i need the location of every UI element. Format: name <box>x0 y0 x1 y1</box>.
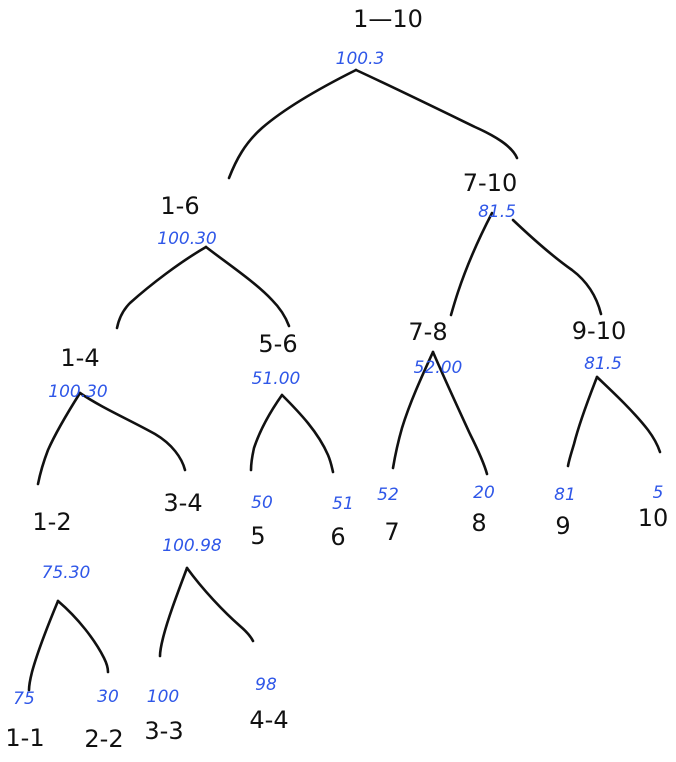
node-value-7-8: 52.00 <box>414 358 463 378</box>
node-range-1-10: 1—10 <box>353 5 423 33</box>
leaf-index-2-2: 2-2 <box>84 725 123 753</box>
edge-3-4-to-3-3 <box>158 566 189 658</box>
node-range-5-6: 5-6 <box>258 330 297 358</box>
node-value-9-10: 81.5 <box>584 354 622 374</box>
edge-1-6-to-5-6 <box>204 245 291 328</box>
edge-7-10-to-9-10 <box>511 218 603 316</box>
leaf-value-3-3: 100 <box>147 687 179 707</box>
tree-nodes: 1—10 100.3 1-6 100.30 7-10 81.5 1-4 100.… <box>5 5 668 753</box>
leaf-index-6: 6 <box>330 523 345 551</box>
leaf-value-5: 50 <box>251 493 273 513</box>
edge-5-6-to-6 <box>280 393 335 474</box>
node-value-1-10: 100.3 <box>336 49 385 69</box>
leaf-value-1-1: 75 <box>13 689 35 709</box>
leaf-index-7: 7 <box>384 518 399 546</box>
edge-7-10-to-7-8 <box>449 211 494 317</box>
leaf-index-1-1: 1-1 <box>5 724 44 752</box>
node-value-1-4: 100.30 <box>48 382 107 402</box>
edge-9-10-to-10 <box>595 375 662 454</box>
node-range-1-2: 1-2 <box>32 508 71 536</box>
leaf-index-8: 8 <box>471 509 486 537</box>
node-range-1-6: 1-6 <box>160 192 199 220</box>
edge-1-4-to-1-2 <box>36 391 82 486</box>
edge-7-8-to-8 <box>431 350 489 476</box>
node-range-7-8: 7-8 <box>408 318 447 346</box>
leaf-value-9: 81 <box>554 485 576 505</box>
node-value-5-6: 51.00 <box>252 369 301 389</box>
leaf-index-3-3: 3-3 <box>144 717 183 745</box>
leaf-index-4-4: 4-4 <box>249 706 288 734</box>
leaf-value-8: 20 <box>473 483 495 503</box>
edge-5-6-to-5 <box>249 393 284 472</box>
leaf-value-6: 51 <box>332 494 354 514</box>
leaf-value-2-2: 30 <box>97 687 119 707</box>
edge-root-to-7-10 <box>354 68 519 160</box>
edge-7-8-to-7 <box>391 350 435 470</box>
tree-edges <box>27 68 662 692</box>
edge-9-10-to-9 <box>566 375 599 468</box>
leaf-value-7: 52 <box>377 485 399 505</box>
edge-root-to-1-6 <box>227 68 358 180</box>
node-range-1-4: 1-4 <box>60 344 99 372</box>
edge-1-2-to-1-1 <box>27 599 60 692</box>
leaf-index-10: 10 <box>638 504 669 532</box>
node-range-7-10: 7-10 <box>463 169 517 197</box>
node-value-3-4: 100.98 <box>162 536 222 556</box>
node-value-7-10: 81.5 <box>478 202 516 222</box>
edge-3-4-to-4-4 <box>185 566 255 643</box>
node-range-3-4: 3-4 <box>163 489 202 517</box>
node-value-1-2: 75.30 <box>42 563 91 583</box>
leaf-index-9: 9 <box>555 512 570 540</box>
node-range-9-10: 9-10 <box>572 317 626 345</box>
edge-1-2-to-2-2 <box>56 599 110 674</box>
node-value-1-6: 100.30 <box>157 229 216 249</box>
edge-1-6-to-1-4 <box>115 245 208 330</box>
edge-1-4-to-3-4 <box>78 391 187 472</box>
leaf-value-10: 5 <box>653 483 664 503</box>
leaf-value-4-4: 98 <box>255 675 277 695</box>
leaf-index-5: 5 <box>250 522 265 550</box>
